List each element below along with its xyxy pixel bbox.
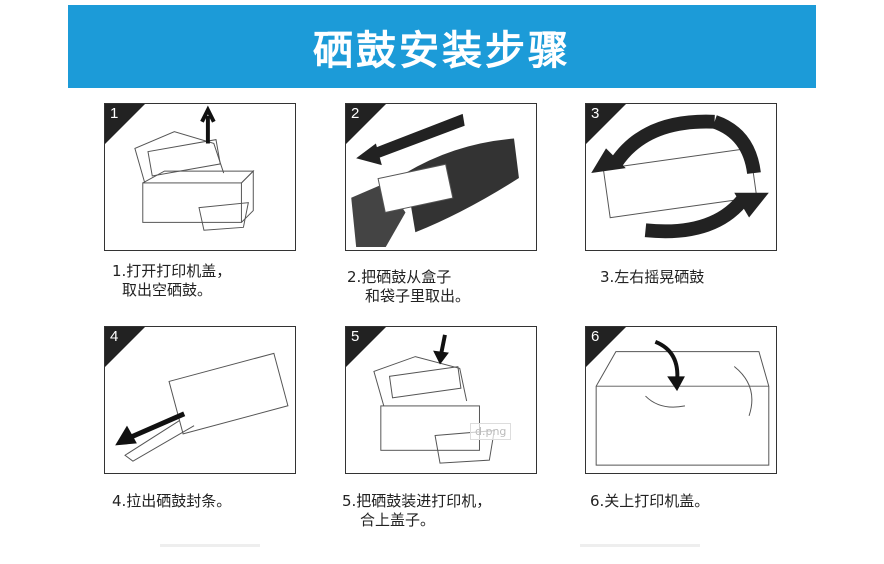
step-number: 1 [110, 105, 119, 122]
printer-open-icon [134, 105, 255, 231]
pull-seal-icon [115, 352, 289, 462]
step-2-caption: 2.把硒鼓从盒子和袋子里取出。 [347, 268, 470, 306]
step-number: 4 [110, 328, 119, 345]
step-number-badge [586, 327, 626, 367]
step-number-badge [105, 104, 145, 144]
step-2-illustration: 2 [345, 103, 537, 251]
caption-line: 5.把硒鼓装进打印机， [342, 492, 492, 510]
step-6-caption: 6.关上打印机盖。 [590, 492, 709, 511]
step-5-illustration: 5 [345, 326, 537, 474]
caption-line: 和袋子里取出。 [365, 287, 471, 305]
divider [580, 544, 700, 547]
step-3-illustration: 3 [585, 103, 777, 251]
caption-line: 取出空硒鼓。 [122, 281, 213, 299]
step-number-badge [346, 327, 386, 367]
page-title: 硒鼓安装步骤 [313, 27, 571, 74]
step-number: 6 [591, 328, 600, 345]
caption-line: 6.关上打印机盖。 [590, 492, 710, 510]
step-number-badge [346, 104, 386, 144]
step-number: 5 [351, 328, 360, 345]
divider [160, 544, 260, 547]
title-banner: 硒鼓安装步骤 [68, 5, 816, 88]
caption-line: 1.打开打印机盖， [112, 262, 232, 280]
image-placeholder-label: d.png [470, 423, 512, 440]
caption-line: 3.左右摇晃硒鼓 [600, 268, 705, 286]
step-5-caption: 5.把硒鼓装进打印机，合上盖子。 [342, 492, 491, 530]
step-number-badge [105, 327, 145, 367]
step-number: 3 [591, 105, 600, 122]
step-number: 2 [351, 105, 360, 122]
step-number-badge [586, 104, 626, 144]
caption-line: 合上盖子。 [360, 511, 436, 529]
cartridge-unbox-icon [351, 113, 519, 248]
shake-cartridge-icon [591, 114, 769, 239]
step-6-illustration: 6 [585, 326, 777, 474]
caption-line: 2.把硒鼓从盒子 [347, 268, 452, 286]
caption-line: 4.拉出硒鼓封条。 [112, 492, 232, 510]
step-1-illustration: 1 [104, 103, 296, 251]
step-1-caption: 1.打开打印机盖，取出空硒鼓。 [112, 262, 231, 300]
step-3-caption: 3.左右摇晃硒鼓 [600, 268, 704, 287]
step-4-caption: 4.拉出硒鼓封条。 [112, 492, 231, 511]
step-4-illustration: 4 [104, 326, 296, 474]
